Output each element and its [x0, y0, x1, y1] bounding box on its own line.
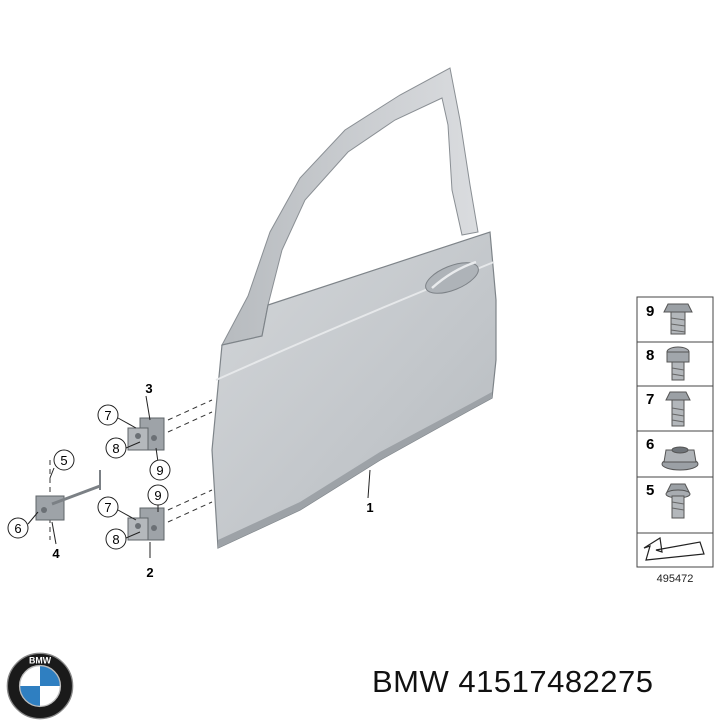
callout-1: 1	[366, 500, 373, 515]
legend-num-5: 5	[646, 482, 654, 499]
callout-9-upper: 9	[149, 459, 171, 481]
callout-8-lower: 8	[105, 528, 127, 550]
lower-hinge	[127, 507, 165, 541]
svg-text:8: 8	[112, 532, 119, 547]
leader-lines	[27, 395, 371, 558]
door-handle-recess	[425, 262, 479, 294]
legend-num-6: 6	[646, 436, 654, 453]
callout-2: 2	[146, 565, 153, 580]
bolt-7-icon	[665, 391, 691, 427]
legend-num-8: 8	[646, 347, 654, 364]
callout-7-lower: 7	[97, 496, 119, 518]
bolt-5-icon	[665, 483, 691, 519]
bolt-9-icon	[663, 303, 693, 335]
bmw-logo: BMW	[6, 652, 74, 720]
callout-5: 5	[53, 449, 75, 471]
figure-number: 495472	[657, 573, 694, 585]
callout-4: 4	[52, 546, 60, 561]
svg-text:5: 5	[60, 453, 67, 468]
callout-7-upper: 7	[97, 404, 119, 426]
svg-text:BMW: BMW	[29, 656, 52, 666]
svg-text:9: 9	[156, 463, 163, 478]
door-lower-edge	[218, 392, 492, 548]
callout-3: 3	[145, 381, 152, 396]
svg-text:7: 7	[104, 500, 111, 515]
attach-lines	[49, 399, 213, 540]
svg-text:8: 8	[112, 441, 119, 456]
fastener-legend: 9 8 7 6 5	[636, 296, 714, 585]
part-caption: BMW 41517482275	[372, 664, 654, 699]
door-handle	[431, 260, 477, 289]
svg-text:7: 7	[104, 408, 111, 423]
legend-num-7: 7	[646, 391, 654, 408]
bolt-8-icon	[666, 346, 690, 381]
door-check-strap	[35, 470, 101, 521]
callout-8-upper: 8	[105, 437, 127, 459]
window-frame	[221, 67, 479, 346]
nut-6-icon	[661, 446, 699, 471]
arrow-icon	[643, 537, 705, 561]
callout-9-lower: 9	[147, 484, 169, 506]
legend-num-9: 9	[646, 303, 654, 320]
svg-text:9: 9	[154, 488, 161, 503]
door-panel	[211, 67, 497, 549]
svg-text:6: 6	[14, 521, 21, 536]
callout-6: 6	[7, 517, 29, 539]
